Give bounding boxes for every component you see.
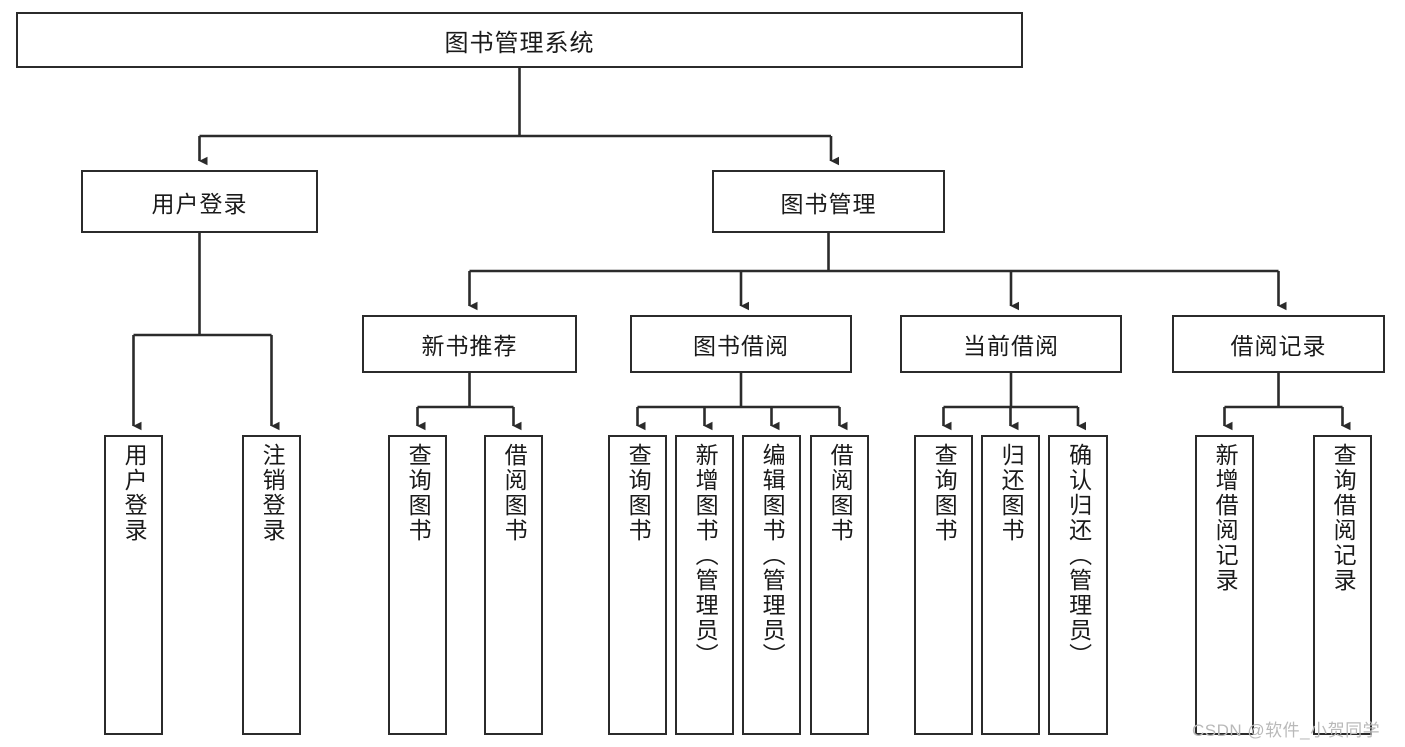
node-leaf-confirm-return-admin[interactable]: 确认归还（管理员）: [1048, 435, 1108, 735]
node-leaf-user-login[interactable]: 用户登录: [104, 435, 163, 735]
node-root-system[interactable]: 图书管理系统: [16, 12, 1023, 68]
node-leaf-query-borrow-record[interactable]: 查询借阅记录: [1313, 435, 1372, 735]
node-new-book-recommend[interactable]: 新书推荐: [362, 315, 577, 373]
node-leaf-borrow-book-2[interactable]: 借阅图书: [810, 435, 869, 735]
node-label: 归还图书: [998, 443, 1025, 543]
node-label: 查询图书: [405, 443, 432, 543]
node-label: 用户登录: [151, 190, 248, 217]
node-borrow-record[interactable]: 借阅记录: [1172, 315, 1385, 373]
node-current-borrow[interactable]: 当前借阅: [900, 315, 1122, 373]
node-label: 借阅记录: [1230, 333, 1327, 359]
node-leaf-borrow-book-1[interactable]: 借阅图书: [484, 435, 543, 735]
node-label: 新书推荐: [421, 333, 518, 359]
csdn-watermark: CSDN @软件_小贺同学: [1192, 721, 1381, 740]
node-label: 图书管理: [780, 190, 877, 217]
node-label: 图书借阅: [693, 333, 789, 359]
node-leaf-add-borrow-record[interactable]: 新增借阅记录: [1195, 435, 1254, 735]
node-label: 查询图书: [625, 443, 652, 543]
node-leaf-query-book-3[interactable]: 查询图书: [914, 435, 973, 735]
node-label: 新增图书（管理员）: [692, 443, 719, 668]
node-leaf-query-book-1[interactable]: 查询图书: [388, 435, 447, 735]
node-user-login[interactable]: 用户登录: [81, 170, 318, 233]
node-book-manage[interactable]: 图书管理: [712, 170, 945, 233]
node-label: 当前借阅: [963, 333, 1059, 359]
node-label: 用户登录: [121, 443, 148, 543]
node-label: 借阅图书: [827, 443, 854, 543]
node-leaf-edit-book-admin[interactable]: 编辑图书（管理员）: [742, 435, 801, 735]
node-label: 图书管理系统: [444, 29, 595, 57]
node-label: 编辑图书（管理员）: [759, 443, 786, 668]
node-label: 新增借阅记录: [1212, 443, 1239, 593]
node-label: 注销登录: [259, 443, 286, 543]
node-book-borrow[interactable]: 图书借阅: [630, 315, 852, 373]
node-leaf-query-book-2[interactable]: 查询图书: [608, 435, 667, 735]
node-label: 确认归还（管理员）: [1065, 443, 1092, 668]
node-label: 借阅图书: [501, 443, 528, 543]
node-label: 查询借阅记录: [1330, 443, 1357, 593]
node-leaf-return-book[interactable]: 归还图书: [981, 435, 1040, 735]
node-label: 查询图书: [931, 443, 958, 543]
node-leaf-logout-login[interactable]: 注销登录: [242, 435, 301, 735]
node-leaf-add-book-admin[interactable]: 新增图书（管理员）: [675, 435, 734, 735]
